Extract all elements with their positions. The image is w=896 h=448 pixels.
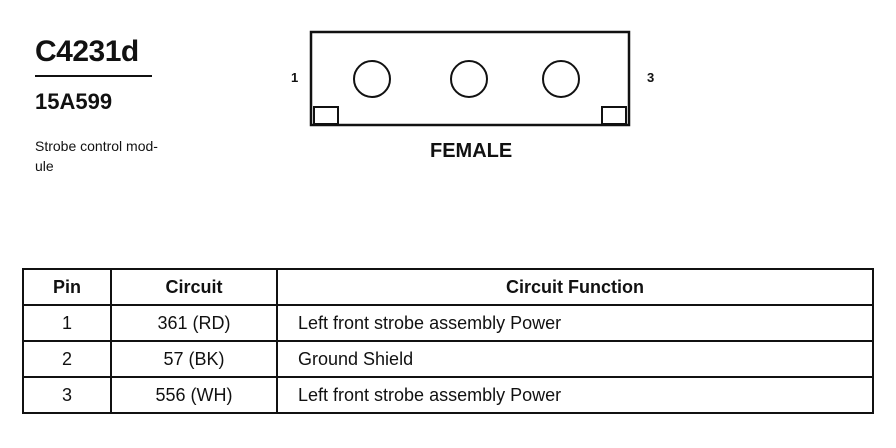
header-circuit-function: Circuit Function bbox=[276, 268, 874, 306]
description-line-2: ule bbox=[35, 158, 54, 174]
component-description: Strobe control mod- ule bbox=[35, 136, 195, 176]
pinout-table: Pin Circuit Circuit Function 1 361 (RD) … bbox=[22, 268, 874, 414]
description-line-1: Strobe control mod- bbox=[35, 138, 158, 154]
pin-cavity-1 bbox=[353, 60, 391, 98]
cell-function: Left front strobe assembly Power bbox=[276, 304, 874, 342]
cell-pin: 3 bbox=[22, 376, 112, 414]
header-pin: Pin bbox=[22, 268, 112, 306]
connector-gender-label: FEMALE bbox=[430, 140, 513, 162]
pin-cavity-3 bbox=[542, 60, 580, 98]
table-row: 3 556 (WH) Left front strobe assembly Po… bbox=[22, 376, 874, 414]
connector-housing bbox=[309, 30, 631, 127]
pin-cavity-2 bbox=[450, 60, 488, 98]
header-circuit: Circuit bbox=[110, 268, 278, 306]
locking-tab-left bbox=[313, 106, 339, 125]
cell-pin: 2 bbox=[22, 340, 112, 378]
title-underline bbox=[35, 75, 152, 77]
pin-label-right: 3 bbox=[647, 70, 655, 85]
cell-function: Ground Shield bbox=[276, 340, 874, 378]
connector-id: C4231d bbox=[35, 35, 139, 68]
cell-circuit: 361 (RD) bbox=[110, 304, 278, 342]
connector-face-diagram bbox=[309, 30, 631, 127]
part-number: 15A599 bbox=[35, 89, 113, 114]
table-row: 2 57 (BK) Ground Shield bbox=[22, 340, 874, 378]
table-header-row: Pin Circuit Circuit Function bbox=[22, 268, 874, 306]
locking-tab-right bbox=[601, 106, 627, 125]
cell-pin: 1 bbox=[22, 304, 112, 342]
cell-circuit: 556 (WH) bbox=[110, 376, 278, 414]
cell-circuit: 57 (BK) bbox=[110, 340, 278, 378]
table-row: 1 361 (RD) Left front strobe assembly Po… bbox=[22, 304, 874, 342]
pin-label-left: 1 bbox=[291, 70, 299, 85]
cell-function: Left front strobe assembly Power bbox=[276, 376, 874, 414]
